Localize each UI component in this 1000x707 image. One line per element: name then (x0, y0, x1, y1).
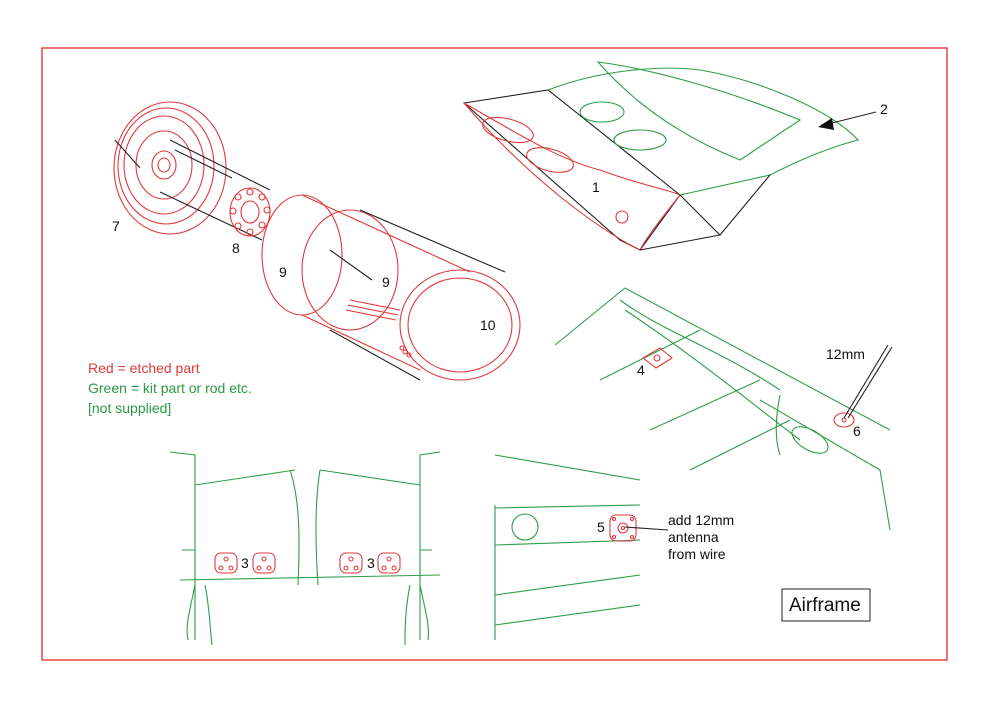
note-line-1: add 12mm (668, 512, 734, 528)
sheet-border (41, 47, 948, 661)
label-12mm: 12mm (826, 346, 865, 362)
label-part-10: 10 (480, 317, 496, 333)
caption-box: Airframe (781, 588, 871, 622)
part-7-disc (113, 101, 227, 235)
label-part-5: 5 (597, 519, 605, 535)
cylinder-assembly (113, 101, 521, 381)
part-10-ring (399, 269, 521, 381)
label-part-3b: 3 (367, 555, 375, 571)
arrow-head (818, 118, 834, 130)
label-part-9b: 9 (382, 274, 390, 290)
note-line-2: antenna (668, 529, 719, 545)
part-9-tube (261, 194, 506, 381)
label-part-4: 4 (637, 362, 645, 378)
label-part-1: 1 (592, 179, 600, 195)
note-line-3: from wire (668, 546, 726, 562)
antenna-rod (843, 344, 893, 419)
part-3-right (339, 552, 401, 574)
spar-drawing (554, 287, 893, 531)
part-6-disc (833, 412, 855, 428)
part-3-left (214, 552, 276, 574)
label-part-6: 6 (853, 423, 861, 439)
legend-red: Red = etched part (88, 360, 200, 376)
label-part-7: 7 (112, 218, 120, 234)
nacelle-drawing (462, 61, 877, 251)
gear-bay-left (169, 451, 441, 646)
label-part-8: 8 (232, 240, 240, 256)
label-part-3a: 3 (241, 555, 249, 571)
label-part-2: 2 (880, 101, 888, 117)
wing-root-drawing (494, 454, 669, 640)
caption-text: Airframe (789, 595, 861, 616)
legend-not-supplied: [not supplied] (88, 400, 171, 416)
part-4-plate (642, 347, 673, 369)
legend-green: Green = kit part or rod etc. (88, 380, 252, 396)
gear-bay-right (315, 451, 441, 646)
label-part-9a: 9 (279, 264, 287, 280)
part-8-flange (229, 187, 271, 237)
